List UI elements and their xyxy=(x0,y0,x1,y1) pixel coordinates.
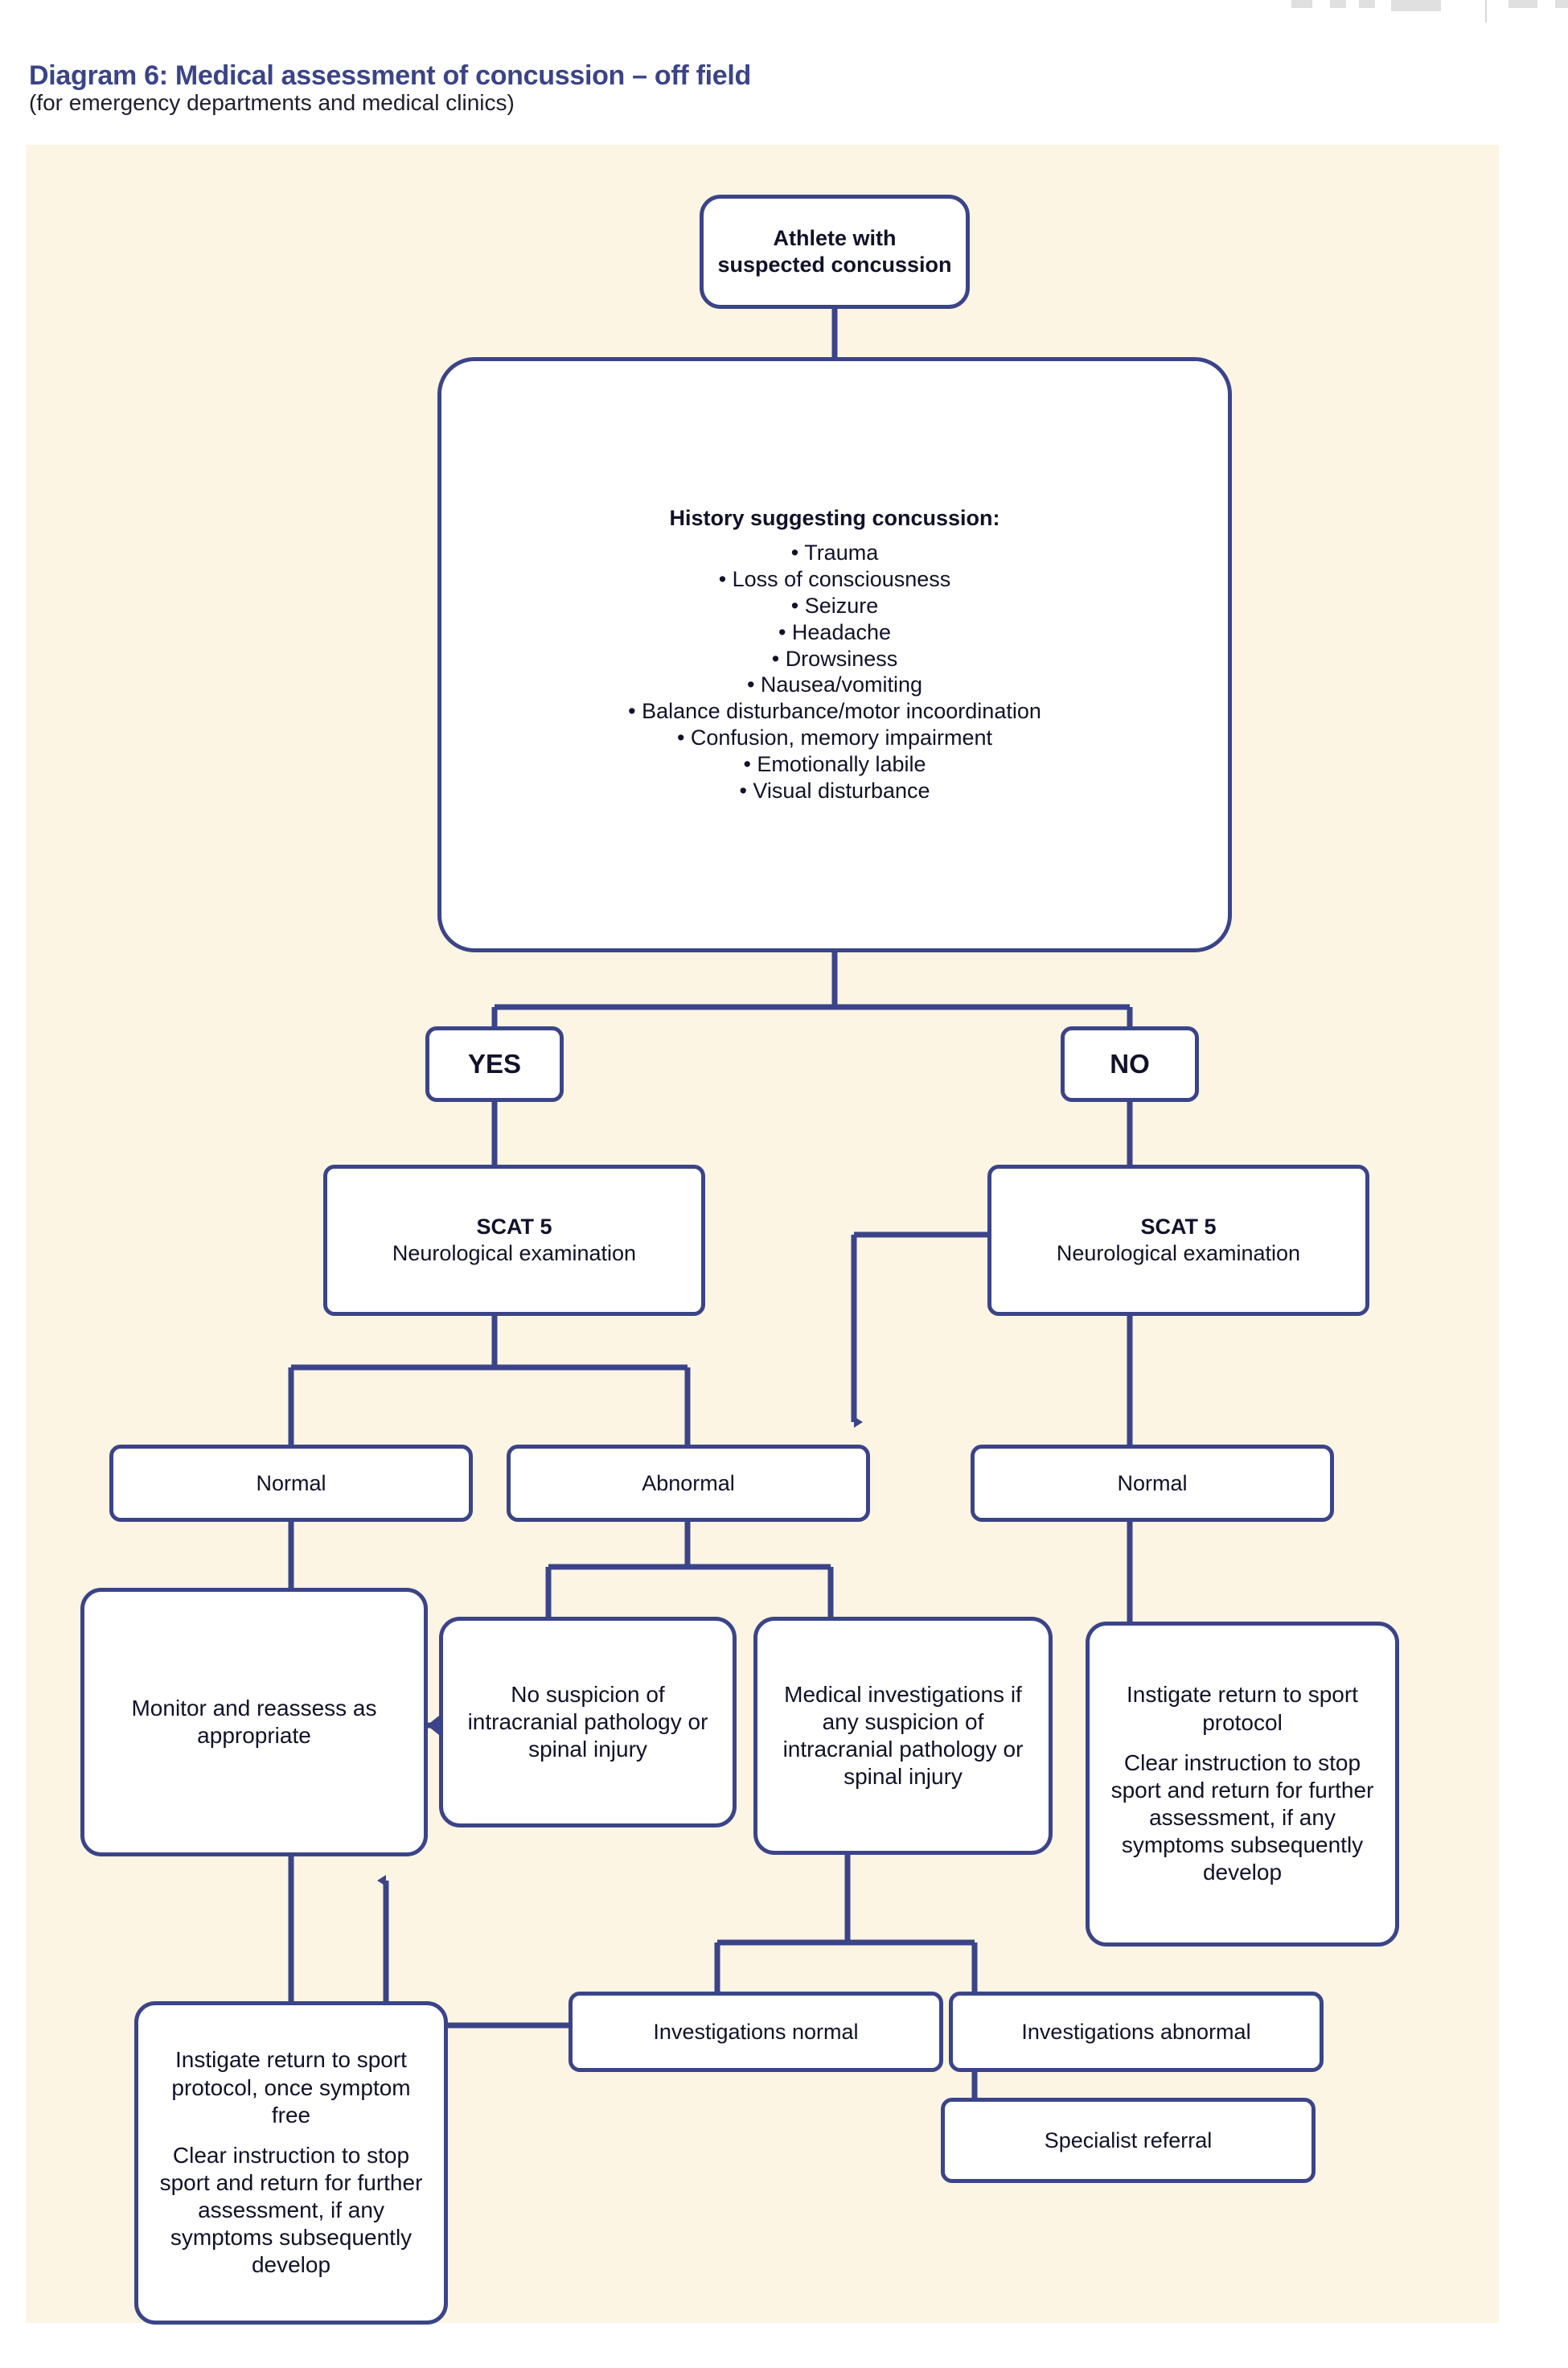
node-yes[interactable]: YES xyxy=(425,1026,564,1102)
instigate-para: Instigate return to sport protocol xyxy=(1127,1682,1358,1735)
history-symptom: • Emotionally labile xyxy=(743,752,926,777)
node-instigate-return-left[interactable]: Instigate return to sport protocol, once… xyxy=(134,2001,448,2325)
node-scat5-left[interactable]: SCAT 5 Neurological examination xyxy=(323,1165,705,1316)
node-no-suspicion-intracranial[interactable]: No suspicion of intracranial pathology o… xyxy=(439,1617,737,1827)
node-abnormal[interactable]: Abnormal xyxy=(507,1445,870,1522)
node-medical-investigations[interactable]: Medical investigations if any suspicion … xyxy=(753,1617,1053,1855)
header-divider xyxy=(1485,0,1487,23)
history-symptom: • Nausea/vomiting xyxy=(746,672,923,697)
node-label: Normal xyxy=(256,1470,326,1495)
node-athlete-with-suspected-concussion[interactable]: Athlete with suspected concussion xyxy=(700,195,970,309)
node-no[interactable]: NO xyxy=(1061,1026,1199,1102)
node-label: Monitor and reassess as appropriate xyxy=(131,1695,377,1748)
node-label: Investigations abnormal xyxy=(1021,2019,1251,2044)
node-label: No suspicion of intracranial pathology o… xyxy=(467,1681,708,1762)
history-symptom: • Balance disturbance/motor incoordinati… xyxy=(628,699,1041,724)
node-history-suggesting-concussion[interactable]: History suggesting concussion: • Trauma … xyxy=(437,357,1232,952)
node-label: NO xyxy=(1110,1048,1150,1079)
node-label: Medical investigations if any suspicion … xyxy=(782,1681,1024,1790)
history-symptom: • Trauma xyxy=(790,540,879,565)
page-title: Diagram 6: Medical assessment of concuss… xyxy=(29,60,751,91)
node-label: Abnormal xyxy=(642,1470,735,1495)
node-specialist-referral[interactable]: Specialist referral xyxy=(941,2098,1316,2183)
history-symptom: • Headache xyxy=(778,619,892,644)
instigate-para: Clear instruction to stop sport and retu… xyxy=(159,2142,423,2278)
node-line: suspected concussion xyxy=(717,253,952,277)
scat5-title: SCAT 5 xyxy=(476,1215,552,1240)
instigate-para: Clear instruction to stop sport and retu… xyxy=(1110,1749,1374,1885)
history-symptom: • Confusion, memory impairment xyxy=(676,726,993,750)
history-symptom: • Visual disturbance xyxy=(739,779,930,804)
header-chip xyxy=(1391,0,1441,11)
node-investigations-abnormal[interactable]: Investigations abnormal xyxy=(949,1992,1324,2072)
scat5-title: SCAT 5 xyxy=(1140,1215,1217,1240)
history-symptom: • Loss of consciousness xyxy=(718,566,951,591)
page-subtitle: (for emergency departments and medical c… xyxy=(29,90,515,115)
flowchart-canvas: Athlete with suspected concussion Histor… xyxy=(26,145,1499,2325)
scat5-subtitle: Neurological examination xyxy=(1056,1241,1301,1265)
node-label: Investigations normal xyxy=(653,2019,859,2044)
node-monitor-and-reassess[interactable]: Monitor and reassess as appropriate xyxy=(80,1588,428,1856)
header-chip xyxy=(1508,0,1537,8)
header-chip xyxy=(1359,0,1375,8)
history-symptom-list: • Trauma • Loss of consciousness • Seizu… xyxy=(628,540,1041,804)
node-label: Normal xyxy=(1117,1470,1188,1495)
header-chip xyxy=(1555,0,1568,8)
history-symptom: • Drowsiness xyxy=(771,646,898,671)
arrowhead-left xyxy=(427,1716,439,1735)
node-normal-left[interactable]: Normal xyxy=(109,1445,473,1522)
instigate-para: Instigate return to sport protocol, once… xyxy=(171,2047,411,2128)
history-heading: History suggesting concussion: xyxy=(669,505,1000,530)
node-label: YES xyxy=(467,1048,522,1079)
node-label: Specialist referral xyxy=(1044,2128,1213,2152)
page-header-strip xyxy=(0,0,1568,16)
header-chip xyxy=(1291,0,1312,8)
node-instigate-return-right[interactable]: Instigate return to sport protocol Clear… xyxy=(1086,1622,1399,1947)
node-line: Athlete with xyxy=(773,226,897,251)
scat5-subtitle: Neurological examination xyxy=(392,1241,637,1265)
node-investigations-normal[interactable]: Investigations normal xyxy=(569,1992,943,2072)
header-chip xyxy=(1330,0,1346,8)
node-normal-right[interactable]: Normal xyxy=(971,1445,1334,1522)
node-scat5-right[interactable]: SCAT 5 Neurological examination xyxy=(987,1165,1369,1316)
history-symptom: • Seizure xyxy=(790,593,879,618)
